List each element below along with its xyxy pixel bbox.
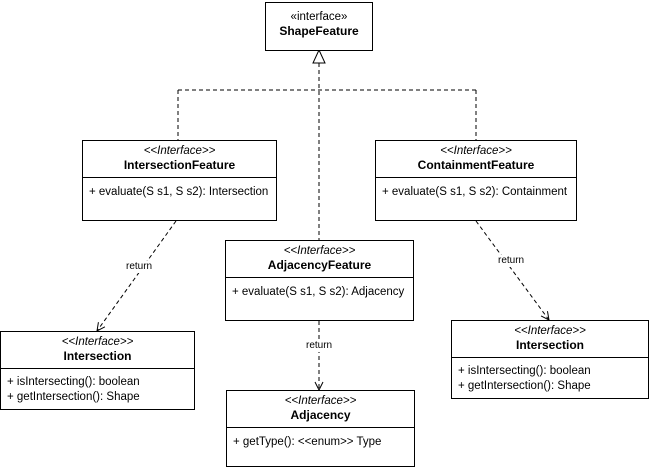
member-line: + evaluate(S s1, S s2): Intersection: [89, 186, 269, 198]
stereotype-label: <<Interface>>: [284, 395, 357, 407]
member-line: + isIntersecting(): boolean: [458, 365, 591, 377]
node-adjacency[interactable]: <<Interface>> Adjacency + getType(): <<e…: [226, 390, 415, 467]
node-title: AdjacencyFeature: [267, 258, 372, 272]
node-title: Intersection: [63, 349, 132, 363]
stereotype-label: <<Interface>>: [143, 145, 216, 157]
edge-label-return-left: return: [125, 261, 154, 273]
stereotype-label: <<Interface>>: [514, 325, 586, 337]
member-line: + getIntersection(): Shape: [458, 380, 591, 392]
return-arrow-left: [96, 220, 177, 332]
stereotype-label: <<Interface>>: [61, 336, 134, 348]
stereotype-label: <<Interface>>: [440, 145, 512, 157]
return-arrow-right: [475, 220, 550, 321]
member-line: + getType(): <<enum>> Type: [233, 436, 382, 448]
member-line: + evaluate(S s1, S s2): Adjacency: [232, 286, 405, 298]
edge-label-return-right: return: [497, 255, 526, 267]
member-line: + getIntersection(): Shape: [7, 391, 140, 403]
node-intersection-left[interactable]: <<Interface>> Intersection + isIntersect…: [0, 331, 195, 410]
node-title: ShapeFeature: [279, 24, 359, 38]
generalization-triangle: [312, 48, 326, 64]
node-title: ContainmentFeature: [417, 158, 535, 172]
node-shape-feature[interactable]: «interface» ShapeFeature: [265, 2, 373, 51]
node-title: Adjacency: [290, 408, 351, 422]
node-intersection-right[interactable]: <<Interface>> Intersection + isIntersect…: [451, 320, 649, 399]
member-line: + evaluate(S s1, S s2): Containment: [382, 186, 568, 198]
edge-label-return-middle: return: [305, 340, 334, 352]
node-containment-feature[interactable]: <<Interface>> ContainmentFeature + evalu…: [375, 140, 577, 221]
stereotype-label: <<Interface>>: [283, 245, 356, 257]
node-title: IntersectionFeature: [123, 158, 236, 172]
node-adjacency-feature[interactable]: <<Interface>> AdjacencyFeature + evaluat…: [225, 240, 414, 321]
node-intersection-feature[interactable]: <<Interface>> IntersectionFeature + eval…: [82, 140, 277, 221]
stereotype-label: «interface»: [290, 11, 348, 23]
member-line: + isIntersecting(): boolean: [7, 376, 140, 388]
node-title: Intersection: [515, 338, 584, 352]
